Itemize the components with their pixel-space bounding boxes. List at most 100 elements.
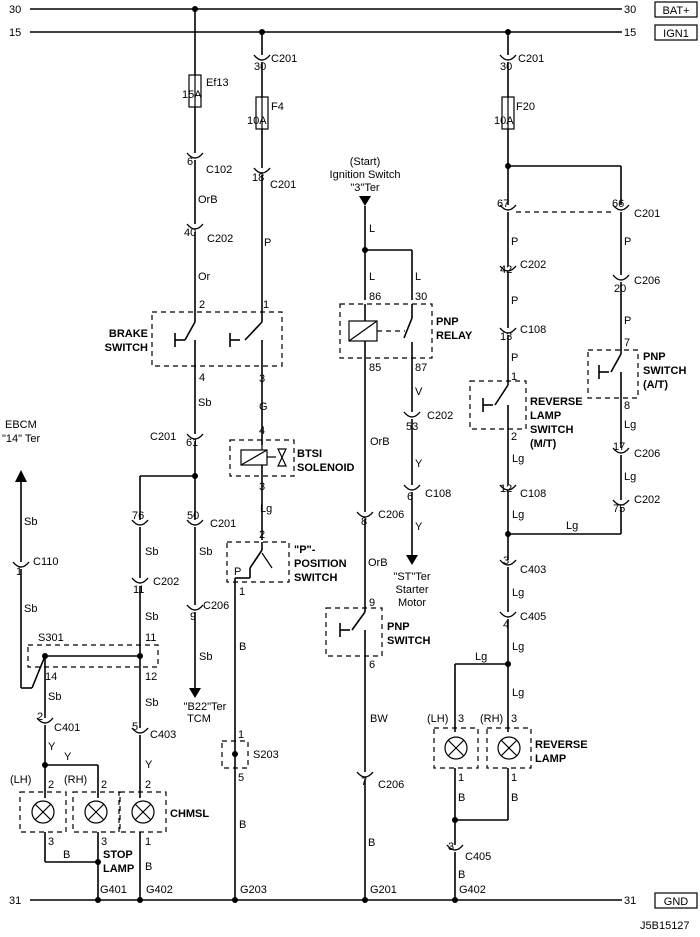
ign-box-label: IGN1 <box>663 28 689 40</box>
pin-4: 4 <box>199 372 205 384</box>
connector-c102: C102 <box>206 164 232 176</box>
pin-17: 17 <box>613 441 625 453</box>
connector-c108: C108 <box>425 488 451 500</box>
wire-lg: Lg <box>512 687 524 699</box>
wire-y: Y <box>145 759 153 771</box>
rev-switch-label-1: REVERSE <box>530 396 583 408</box>
brake-switch-label-1: BRAKE <box>109 328 148 340</box>
wire-l: L <box>369 271 375 283</box>
chmsl-branch: 5 C403 Y 2 CHMSL 1 B G402 <box>119 721 209 903</box>
pnp-relay-label-2: RELAY <box>436 330 473 342</box>
starter-ref-2: Starter <box>395 584 428 596</box>
connector-c401: C401 <box>54 722 80 734</box>
pin-1: 1 <box>458 772 464 784</box>
pin-75: 75 <box>613 503 625 515</box>
ign-box <box>654 24 698 41</box>
wire-sb: Sb <box>145 611 158 623</box>
wire-sb: Sb <box>48 691 61 703</box>
ebcm-ref-1: EBCM <box>5 419 37 431</box>
pin-18: 18 <box>252 172 264 184</box>
pin-6: 6 <box>369 659 375 671</box>
pin-2: 2 <box>199 299 205 311</box>
ign-rail-right-label: 15 <box>624 27 636 39</box>
wire-b: B <box>63 849 70 861</box>
pin-2: 2 <box>511 431 517 443</box>
pin-2: 2 <box>145 779 151 791</box>
gnd-rail-right-label: 31 <box>624 895 636 907</box>
pin-76: 76 <box>132 510 144 522</box>
tcm-ref-2: TCM <box>187 713 211 725</box>
ground-g402: G402 <box>146 884 173 896</box>
pin-50: 50 <box>187 510 199 522</box>
wire-orb: OrB <box>368 557 388 569</box>
wire-sb: Sb <box>199 651 212 663</box>
brake-switch: BRAKE SWITCH <box>105 311 283 367</box>
pin-42: 42 <box>500 264 512 276</box>
pin-4: 4 <box>259 425 265 437</box>
wire-lg: Lg <box>512 641 524 653</box>
connector-c108: C108 <box>520 488 546 500</box>
wire-p: P <box>511 295 518 307</box>
bat-box <box>654 1 698 18</box>
pin-11: 11 <box>145 632 156 644</box>
wire-lg: Lg <box>260 503 272 515</box>
wire-lg: Lg <box>566 520 578 532</box>
wire-b: B <box>511 792 518 804</box>
wire-p: P <box>624 315 631 327</box>
connector-c201: C201 <box>270 179 296 191</box>
wire-l: L <box>369 223 375 235</box>
connector-c201: C201 <box>150 431 176 443</box>
pin-3: 3 <box>101 836 107 848</box>
wire-b: B <box>145 861 152 873</box>
splice-s301: S301 11 14 12 Sb Sb <box>27 632 159 718</box>
wire-p: P <box>511 236 518 248</box>
wire-sb: Sb <box>145 697 158 709</box>
pin-5: 5 <box>132 721 138 733</box>
bat-rail: 30 30 BAT+ <box>9 1 698 18</box>
fuse-f4-amp: 10A <box>247 115 267 127</box>
rh-label: (RH) <box>480 713 503 725</box>
ground-g203: G203 <box>240 884 267 896</box>
ground-g402b: G402 <box>459 884 486 896</box>
pin-8: 8 <box>624 400 630 412</box>
reverse-lamp-label-2: LAMP <box>535 753 566 765</box>
rev-switch-label-3: SWITCH <box>530 424 573 436</box>
pin-7: 7 <box>624 337 630 349</box>
bat-box-label: BAT+ <box>662 5 689 17</box>
connector-c202: C202 <box>153 576 179 588</box>
tcm-ref-1: "B22"Ter <box>184 701 227 713</box>
starter-branch: V C202 53 Y 6 C108 Y "ST"Ter Starter Mot… <box>393 358 453 609</box>
pnp-at-label-1: PNP <box>643 351 666 363</box>
pin-30: 30 <box>415 291 427 303</box>
connector-c201: C201 <box>634 208 660 220</box>
ppos-label-1: "P"- <box>294 544 316 556</box>
wire-b: B <box>239 641 246 653</box>
wire-lg: Lg <box>624 471 636 483</box>
stop-lamp-rh-icon <box>84 800 108 824</box>
pin-2: 2 <box>37 711 43 723</box>
pin-30: 30 <box>254 61 266 73</box>
doc-id: J5B15127 <box>640 920 690 932</box>
btsi-branch: 30 C201 F4 10A 18 C201 P 1 3 G 4 BTSI SO… <box>221 29 355 903</box>
pin-9: 9 <box>369 597 375 609</box>
pin-12: 12 <box>500 483 512 495</box>
pnp-at-branch: P 20 C206 P 7 PNP SWITCH (A/T) 8 Lg 17 C… <box>587 212 686 534</box>
gnd-rail-left-label: 31 <box>9 895 21 907</box>
ppos-label-2: POSITION <box>294 558 347 570</box>
rev-switch-label-2: LAMP <box>530 410 561 422</box>
connector-c201: C201 <box>518 53 544 65</box>
connector-c206: C206 <box>378 779 404 791</box>
starter-ref-3: Motor <box>398 597 426 609</box>
connector-c206: C206 <box>378 509 404 521</box>
pnp-relay-label-1: PNP <box>436 316 459 328</box>
wire-g: G <box>259 401 268 413</box>
connector-s203: S203 <box>253 749 279 761</box>
fuse-f20-label: F20 <box>516 101 535 113</box>
p-position-letter: P <box>234 566 241 578</box>
reverse-lamp-lh-icon <box>444 736 468 760</box>
stop-lamps: 2 C401 Y Y (LH) (RH) 2 2 3 3 B STOP LAMP… <box>10 711 134 903</box>
stop-lamp-label-2: LAMP <box>103 863 134 875</box>
connector-c202: C202 <box>520 259 546 271</box>
connector-c202: C202 <box>427 410 453 422</box>
wire-y: Y <box>48 741 56 753</box>
